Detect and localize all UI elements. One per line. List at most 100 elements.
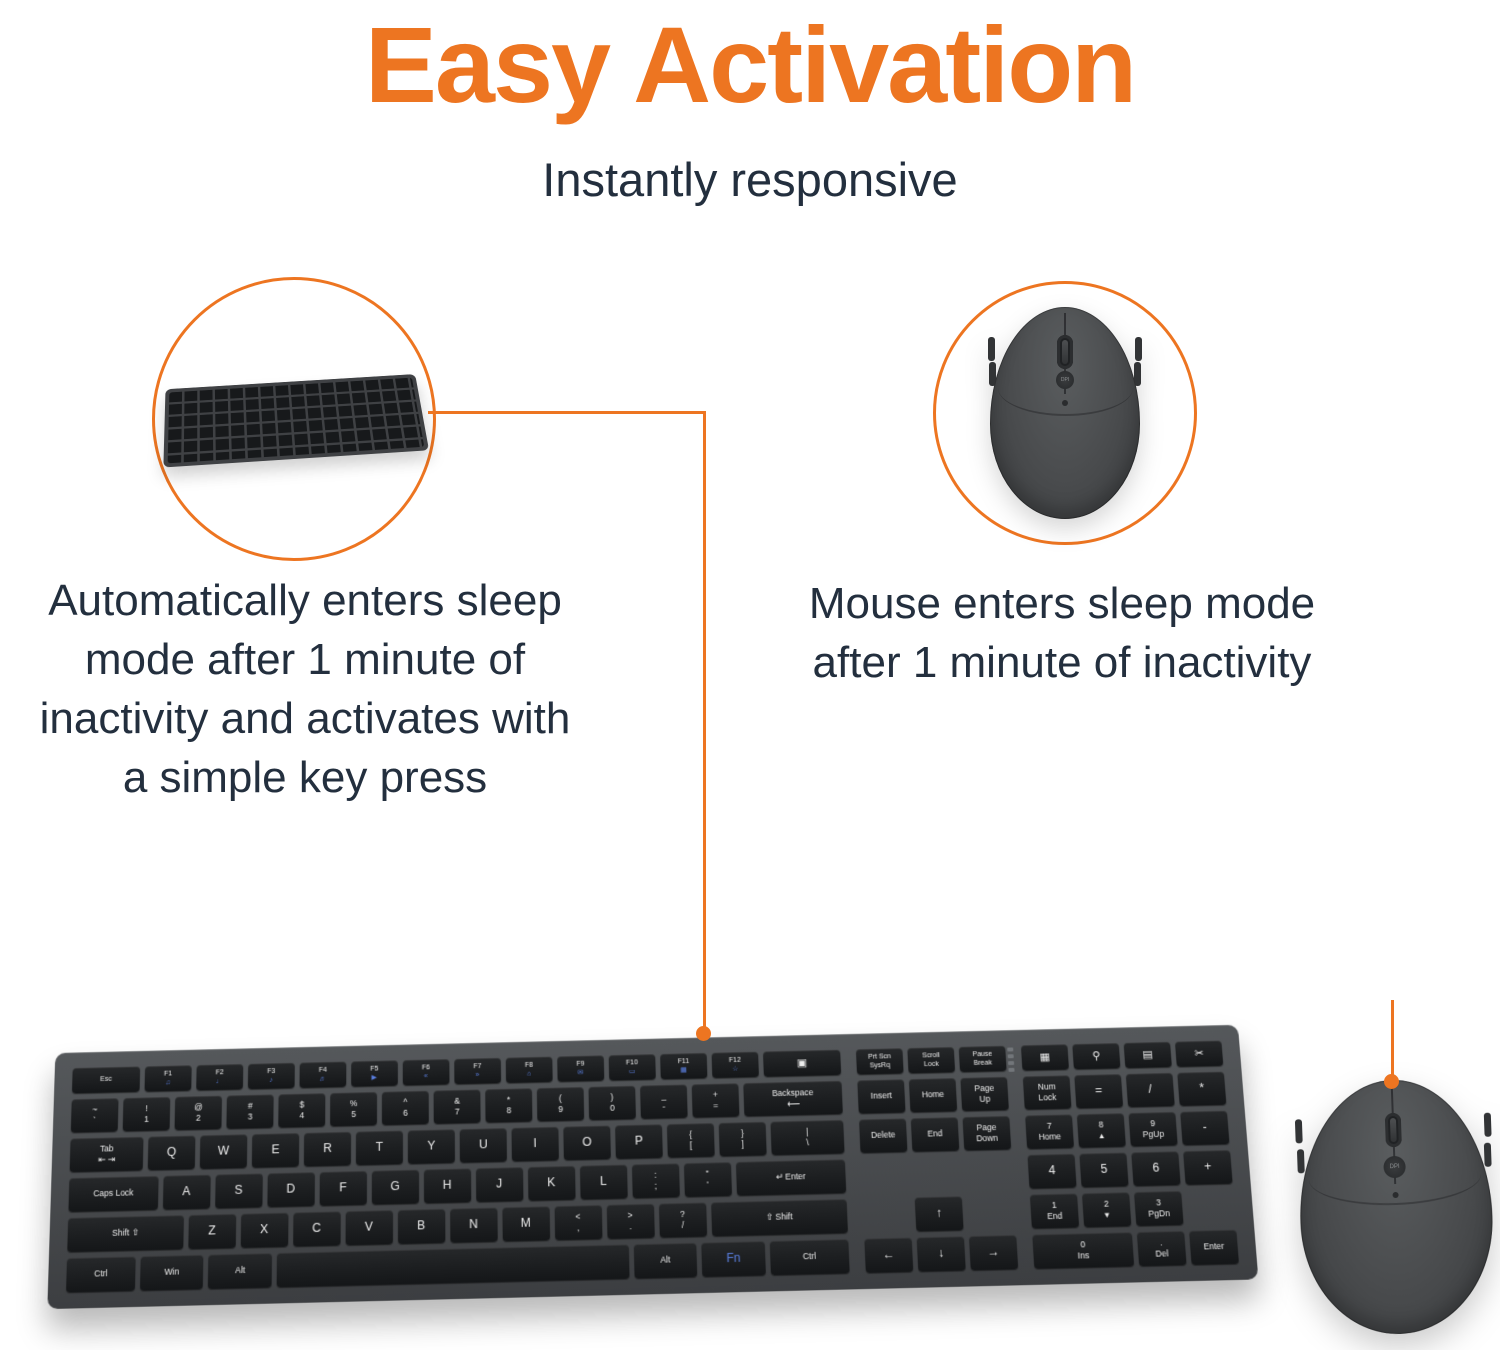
- keyboard-key: ▤: [1123, 1041, 1172, 1069]
- keyboard-key: S: [214, 1173, 263, 1209]
- mouse-thumbnail-photo: DPI: [988, 307, 1142, 519]
- keyboard-key: F12☆: [711, 1051, 759, 1079]
- keyboard-key: )0: [588, 1085, 636, 1121]
- keyboard-key: Q: [147, 1135, 196, 1171]
- keyboard-key: Y: [407, 1129, 455, 1164]
- keyboard-key: /: [1125, 1072, 1175, 1108]
- keyboard-key: F6«: [402, 1059, 450, 1086]
- keyboard-key: →: [968, 1234, 1019, 1271]
- keyboard-key: ↓: [916, 1236, 966, 1272]
- keyboard-key: E: [251, 1133, 300, 1168]
- keyboard-key: ↵ Enter: [735, 1159, 847, 1196]
- keyboard-key: Enter: [1189, 1229, 1239, 1265]
- dpi-button: DPI: [1056, 370, 1074, 389]
- keyboard-key: P: [615, 1124, 663, 1159]
- keyboard-key: {[: [666, 1123, 715, 1158]
- keyboard-key: End: [910, 1117, 960, 1152]
- keyboard-key: X: [240, 1212, 289, 1248]
- keyboard-key: Alt: [208, 1253, 272, 1289]
- keyboard-key: G: [371, 1169, 419, 1205]
- keyboard-key: :;: [631, 1163, 680, 1199]
- keyboard-key: F2♩: [196, 1063, 244, 1091]
- keyboard-key: F3♪: [247, 1062, 295, 1090]
- keyboard-key: Win: [139, 1254, 204, 1291]
- keyboard-key: K: [527, 1165, 576, 1201]
- mouse-side-button: [1483, 1142, 1492, 1167]
- keyboard-key: ▦: [1020, 1044, 1069, 1071]
- keyboard-key: ⇧ Shift: [710, 1199, 848, 1237]
- page-subtitle: Instantly responsive: [542, 153, 958, 206]
- keyboard-key: F7»: [454, 1057, 501, 1085]
- keyboard-key: Ctrl: [66, 1256, 136, 1293]
- callout-circle-keyboard: [152, 277, 436, 561]
- keyboard-key: 4: [1027, 1153, 1077, 1189]
- mouse-seam-line: [997, 388, 1133, 416]
- mouse-side-button: [1296, 1149, 1305, 1174]
- keyboard-key: T: [355, 1130, 403, 1166]
- keyboard-key: F: [319, 1170, 367, 1206]
- keyboard-key: *8: [485, 1088, 533, 1123]
- mouse-caption: Mouse enters sleep mode after 1 minute o…: [808, 579, 1316, 687]
- keyboard-key: >.: [606, 1203, 655, 1239]
- page-title: Easy Activation: [364, 4, 1137, 125]
- connector-dot-keyboard: [696, 1026, 711, 1041]
- keyboard-key: W: [199, 1134, 248, 1169]
- keyboard-key: |\: [770, 1119, 845, 1156]
- callout-circle-mouse: DPI: [933, 281, 1197, 545]
- keyboard-key: ^6: [381, 1090, 429, 1126]
- keyboard-key: Caps Lock: [68, 1175, 159, 1212]
- keyboard-key: <,: [554, 1204, 603, 1241]
- keyboard-key: Esc: [71, 1066, 140, 1094]
- keyboard-key: *: [1177, 1071, 1227, 1106]
- mouse-led-indicator: [1062, 400, 1068, 407]
- keyboard-key: R: [303, 1131, 352, 1167]
- keyboard-thumbnail-photo: [163, 374, 430, 468]
- keyboard-key: D: [267, 1172, 315, 1208]
- keyboard-key: Backspace⟵: [743, 1080, 843, 1117]
- keyboard-key: ⚲: [1072, 1043, 1121, 1070]
- keyboard-key: %5: [330, 1091, 377, 1127]
- keyboard-key: 2▾: [1081, 1192, 1132, 1228]
- keyboard-key: =: [1074, 1074, 1124, 1109]
- keyboard-key: ▣: [762, 1049, 842, 1077]
- keyboard-key: .Del: [1136, 1230, 1187, 1267]
- keyboard-key: &7: [433, 1089, 481, 1124]
- keyboard-caption: Automatically enters sleep mode after 1 …: [39, 576, 571, 802]
- connector-dot-mouse: [1384, 1074, 1399, 1089]
- keyboard-key: Insert: [857, 1079, 906, 1114]
- keyboard-key: O: [563, 1125, 611, 1161]
- keyboard-key: Ctrl: [769, 1239, 850, 1276]
- mouse-side-button: [988, 336, 995, 361]
- connector-line-left-horizontal: [428, 411, 706, 414]
- keyboard-key: Fn: [701, 1241, 766, 1277]
- mouse-side-button: [1134, 362, 1141, 387]
- mouse-side-button: [1294, 1118, 1303, 1144]
- keyboard-key: $4: [278, 1093, 326, 1128]
- mouse-side-button: [1135, 336, 1142, 361]
- keyboard-key: ←: [864, 1237, 914, 1273]
- keyboard-key: L: [579, 1164, 628, 1200]
- scroll-wheel: [1384, 1112, 1402, 1148]
- keyboard-key: F11▦: [659, 1052, 708, 1080]
- scroll-wheel: [1057, 334, 1073, 369]
- mouse-side-button: [1483, 1112, 1492, 1137]
- connector-line-right-vertical: [1391, 1000, 1394, 1078]
- keyboard-key: F10▭: [608, 1054, 656, 1081]
- keyboard-thumbnail-keys: [167, 377, 425, 464]
- keyboard-key: A: [162, 1174, 211, 1210]
- keyboard-key: Tab⇤ ⇥: [69, 1136, 144, 1173]
- keyboard-key: (9: [536, 1086, 585, 1122]
